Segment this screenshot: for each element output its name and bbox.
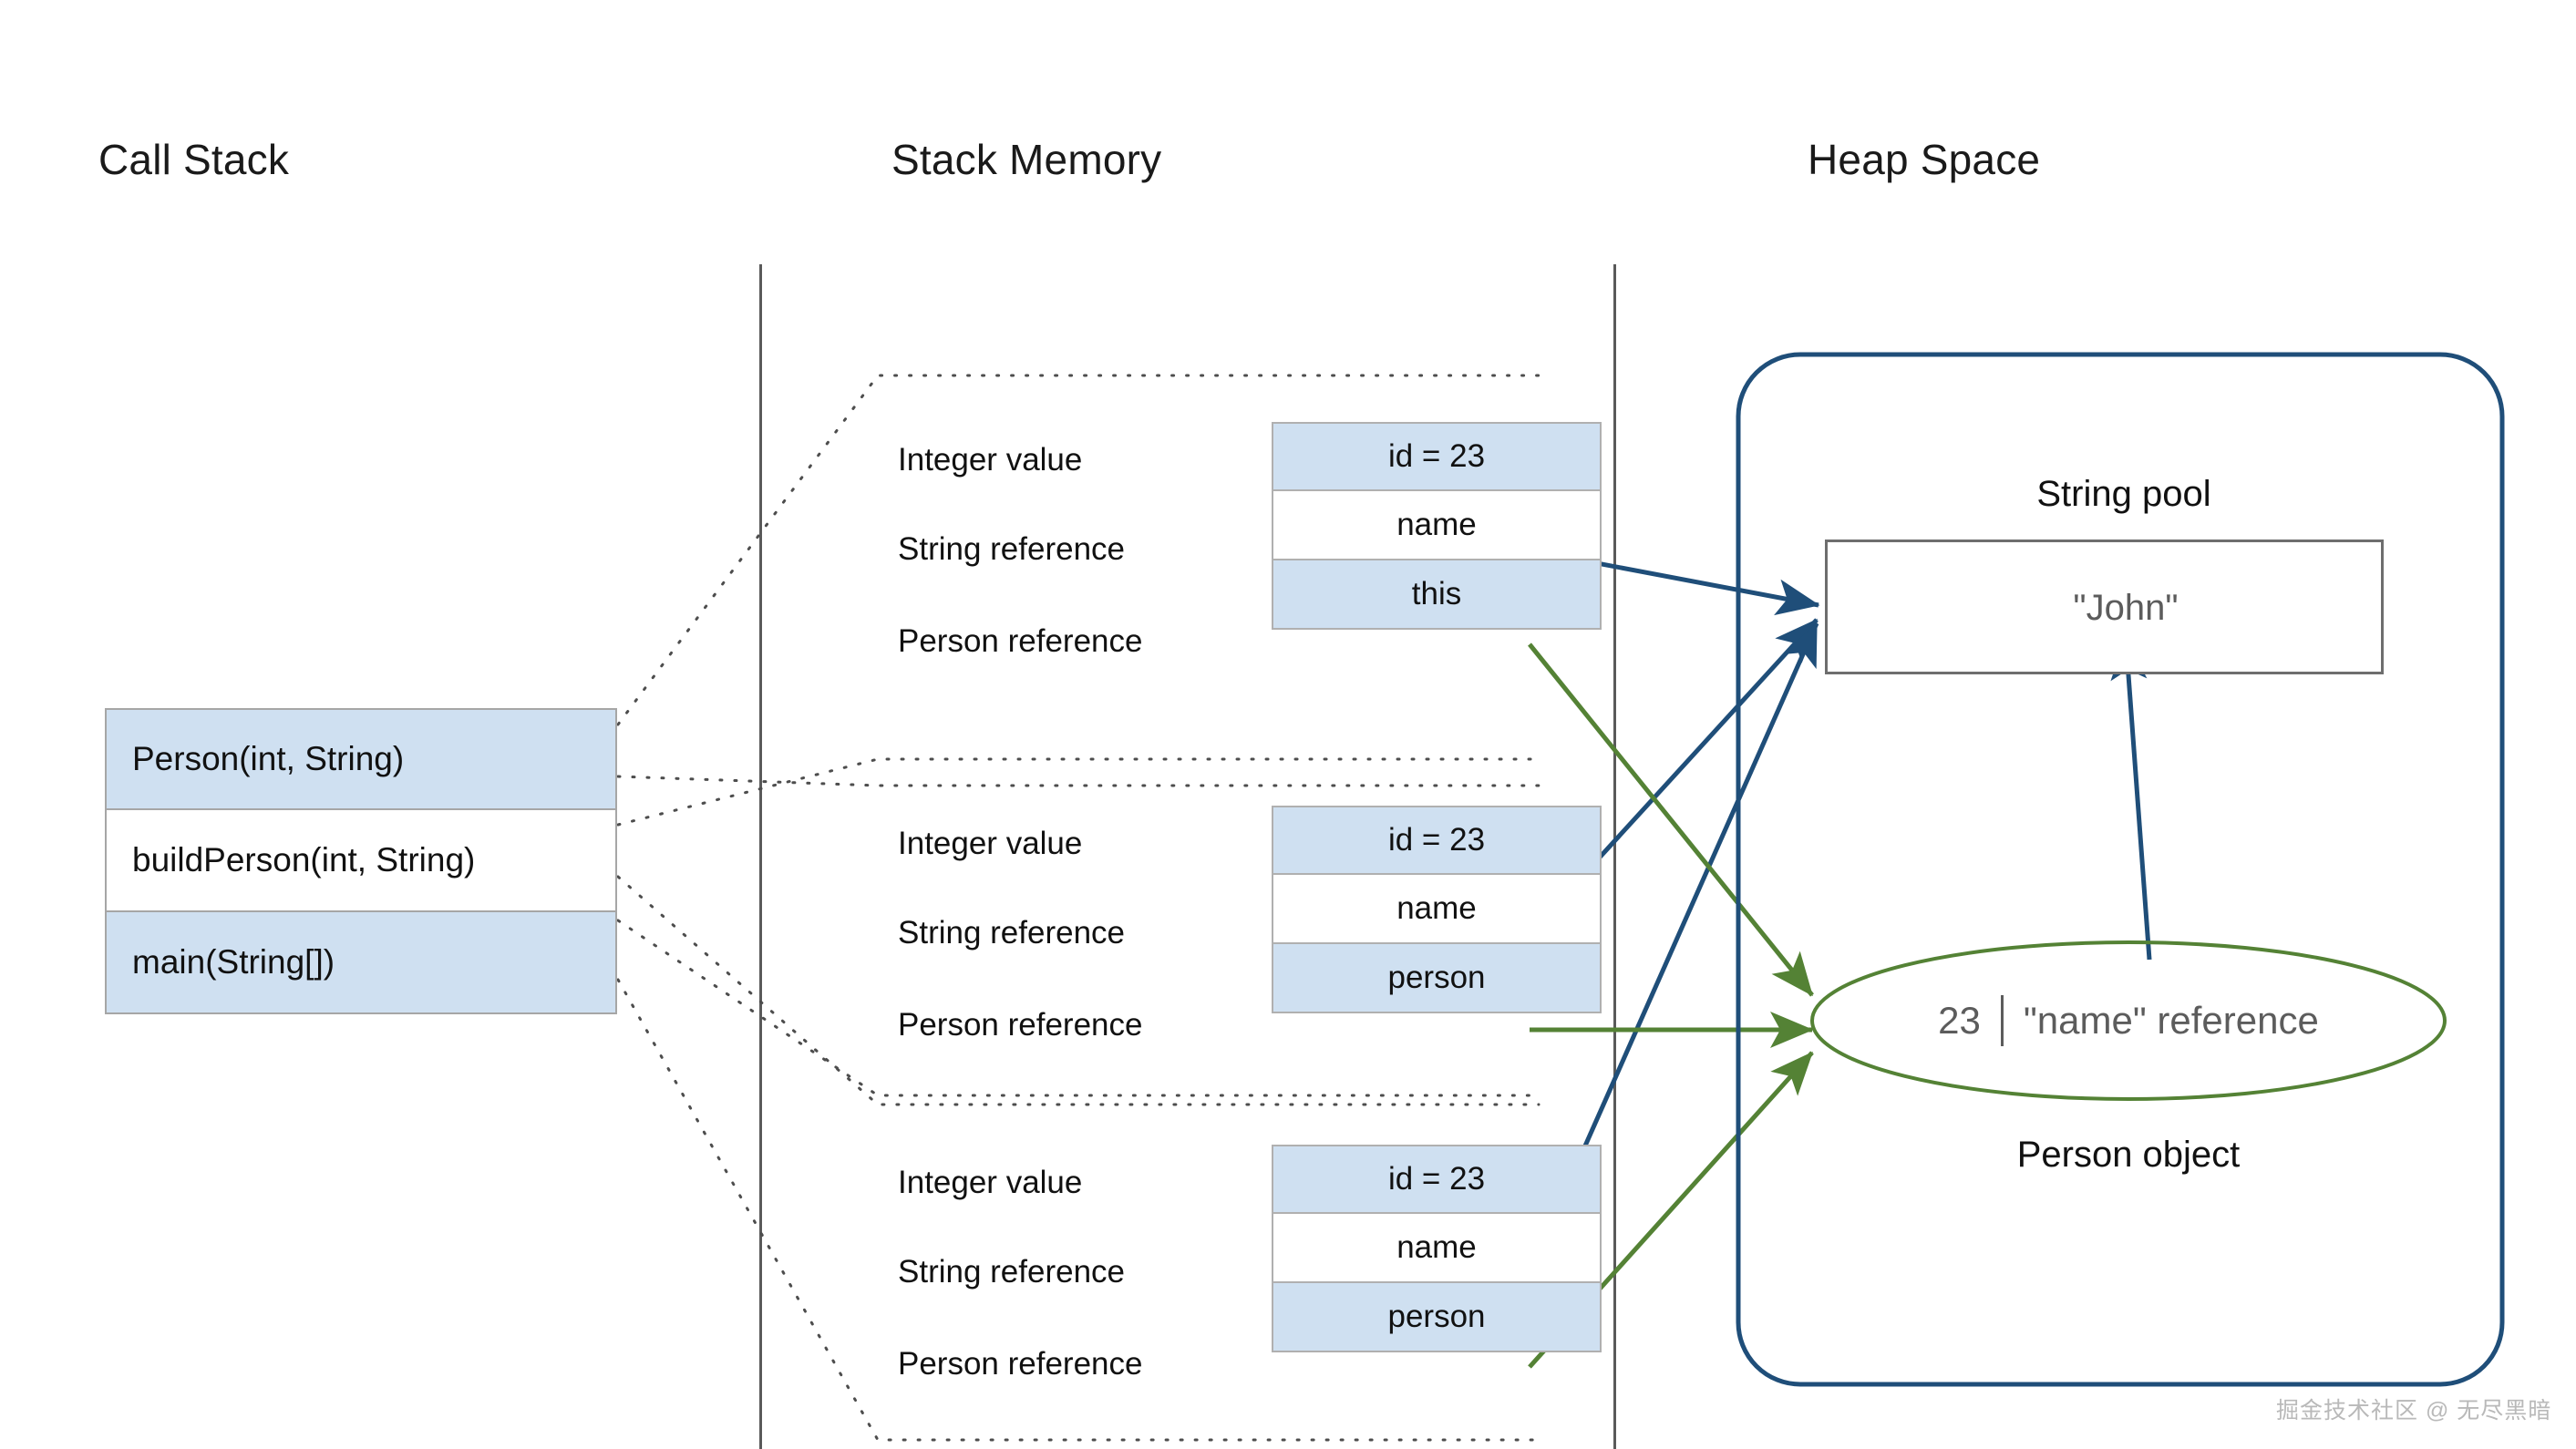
stack-frame-main: Integer value String reference Person re… bbox=[898, 1145, 1615, 1418]
stack-row-label-person: Person reference bbox=[898, 1346, 1143, 1382]
heading-stack-memory: Stack Memory bbox=[891, 136, 1162, 183]
person-object-name-ref: "name" reference bbox=[2023, 999, 2319, 1042]
person-object-label: Person object bbox=[2016, 1135, 2241, 1175]
stack-cell-name[interactable]: name bbox=[1272, 491, 1602, 560]
stack-cell-id[interactable]: id = 23 bbox=[1272, 806, 1602, 875]
stack-row-label-integer: Integer value bbox=[898, 1165, 1083, 1200]
heading-heap-space: Heap Space bbox=[1808, 136, 2041, 183]
stack-row-label-string: String reference bbox=[898, 915, 1126, 951]
stack-frame-build-person: Integer value String reference Person re… bbox=[898, 806, 1615, 1079]
string-pool-label: String pool bbox=[2036, 474, 2211, 514]
call-stack-frames: Person(int, String) buildPerson(int, Str… bbox=[105, 708, 617, 1014]
call-stack-frame-main[interactable]: main(String[]) bbox=[105, 912, 617, 1014]
stack-row-label-string: String reference bbox=[898, 531, 1126, 567]
person-object-id: 23 bbox=[1938, 999, 1981, 1042]
stack-frame-cells: id = 23 name this bbox=[1272, 422, 1602, 630]
stack-cell-id[interactable]: id = 23 bbox=[1272, 1145, 1602, 1214]
stack-cell-person[interactable]: this bbox=[1272, 560, 1602, 630]
stack-frame-person-constructor: Integer value String reference Person re… bbox=[898, 422, 1615, 695]
string-pool-box bbox=[1825, 540, 2384, 674]
call-stack-frame-buildperson[interactable]: buildPerson(int, String) bbox=[105, 810, 617, 912]
stack-frame-cells: id = 23 name person bbox=[1272, 806, 1602, 1013]
stack-row-label-string: String reference bbox=[898, 1254, 1126, 1290]
watermark: 掘金技术社区 @ 无尽黑暗 bbox=[2276, 1398, 2552, 1423]
stack-row-label-integer: Integer value bbox=[898, 826, 1083, 861]
stack-row-label-integer: Integer value bbox=[898, 442, 1083, 478]
string-literal-john[interactable]: "John" bbox=[2073, 587, 2179, 628]
divider-stack-memory-left bbox=[759, 264, 762, 1449]
field-separator bbox=[2000, 995, 2004, 1046]
person-object-fields[interactable]: 23 "name" reference bbox=[1812, 992, 2445, 1050]
stack-row-label-person: Person reference bbox=[898, 1007, 1143, 1043]
stack-cell-id[interactable]: id = 23 bbox=[1272, 422, 1602, 491]
call-stack-frame-person[interactable]: Person(int, String) bbox=[105, 708, 617, 810]
stack-cell-person[interactable]: person bbox=[1272, 944, 1602, 1013]
stack-cell-name[interactable]: name bbox=[1272, 875, 1602, 944]
stack-cell-name[interactable]: name bbox=[1272, 1214, 1602, 1283]
stack-frame-cells: id = 23 name person bbox=[1272, 1145, 1602, 1352]
stack-cell-person[interactable]: person bbox=[1272, 1283, 1602, 1352]
stack-row-label-person: Person reference bbox=[898, 623, 1143, 659]
heading-call-stack: Call Stack bbox=[98, 136, 290, 183]
